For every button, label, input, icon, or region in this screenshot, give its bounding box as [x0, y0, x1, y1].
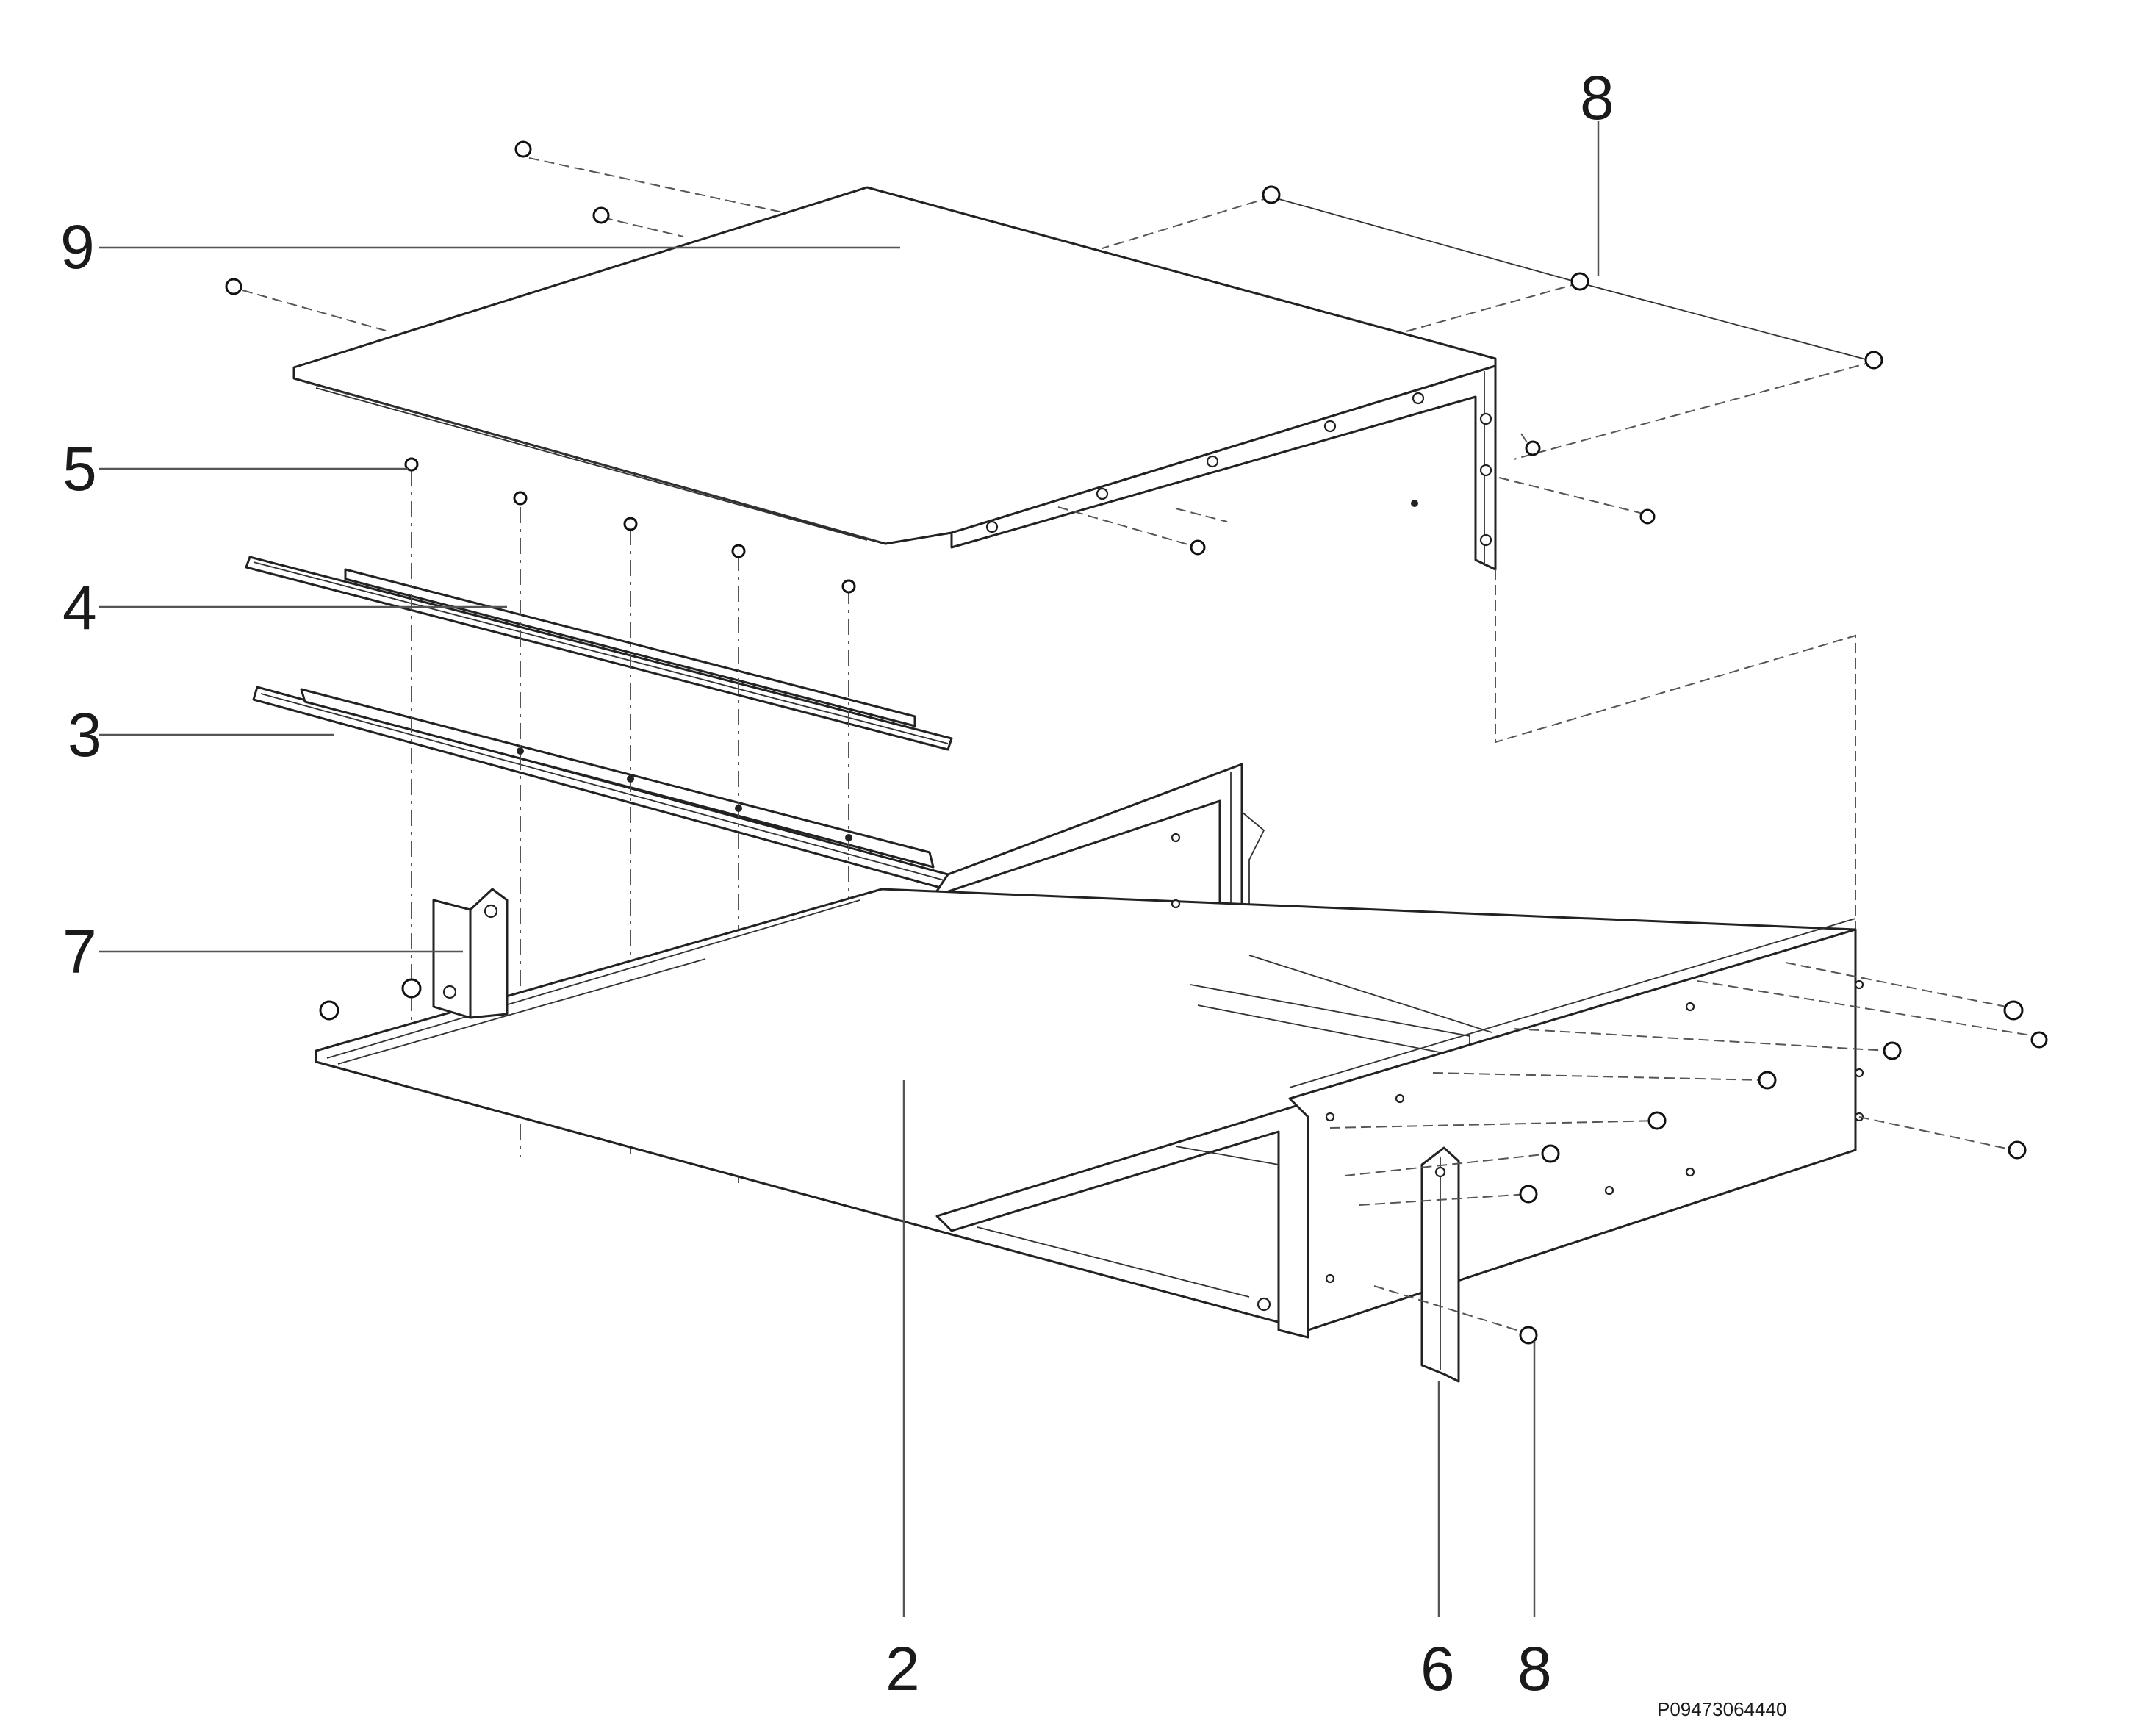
side-screws [1519, 1000, 2048, 1345]
chassis-tray-part-2 [315, 763, 1864, 1339]
cover-screw-paths [242, 157, 1875, 948]
reference-code: P09473064440 [1657, 1698, 1786, 1720]
callouts: 9 8 5 4 3 7 2 6 8 [60, 63, 1614, 1703]
rail-screw-paths [411, 470, 849, 1205]
callout-8-top: 8 [1580, 63, 1614, 132]
callout-5: 5 [62, 434, 97, 503]
callout-2: 2 [885, 1634, 920, 1703]
side-screw-paths [1329, 962, 2036, 1334]
rail-screws-part-5 [404, 457, 856, 841]
callout-4: 4 [62, 573, 97, 642]
callout-6: 6 [1420, 1634, 1455, 1703]
side-wall-holes [1171, 833, 1864, 1312]
leader-lines [99, 121, 1600, 1617]
bracket-screws [319, 978, 422, 1021]
cover-flange-holes [985, 392, 1492, 547]
side-bracket-part-6 [1420, 1146, 1460, 1383]
callout-3: 3 [68, 700, 102, 769]
cover-screws [225, 140, 1883, 556]
callout-7: 7 [62, 917, 97, 986]
top-cover-part-9 [292, 186, 1497, 571]
callout-8-bottom: 8 [1517, 1634, 1552, 1703]
bracket-part-7 [432, 888, 509, 1019]
rail-part-3 [252, 686, 949, 889]
callout-9: 9 [60, 212, 95, 281]
rail-part-4 [245, 556, 953, 751]
